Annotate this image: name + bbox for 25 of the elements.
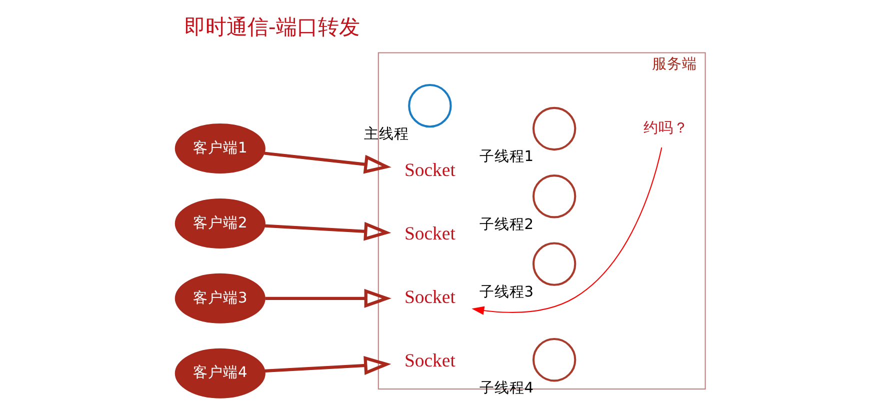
- node-label: 子线程3: [479, 283, 534, 300]
- node-ellipse: 客户端1: [174, 123, 266, 173]
- diagram-title: 即时通信-端口转发: [184, 14, 360, 38]
- node-circle: [532, 106, 576, 150]
- node-circle: [408, 83, 452, 128]
- node-label: 子线程1: [479, 148, 534, 165]
- arrow: [264, 221, 392, 240]
- node-text: Socket: [404, 222, 456, 244]
- node-ellipse: 客户端2: [174, 198, 266, 248]
- arrow: [472, 146, 662, 314]
- node-ellipse: 客户端4: [174, 348, 266, 398]
- node-label: 子线程4: [479, 378, 534, 396]
- node-text: Socket: [404, 350, 456, 371]
- node-text: Socket: [404, 286, 456, 308]
- arrow: [264, 151, 392, 174]
- node-circle: [532, 242, 576, 286]
- node-label: 子线程2: [479, 215, 534, 232]
- node-text: Socket: [404, 159, 456, 180]
- node-circle: [532, 337, 576, 382]
- arrow: [265, 288, 392, 308]
- arrow: [264, 356, 392, 374]
- node-label: 主线程: [364, 124, 410, 142]
- node-text: 约吗？: [644, 120, 689, 136]
- node-ellipse: 客户端3: [174, 272, 266, 323]
- node-circle: [532, 174, 576, 218]
